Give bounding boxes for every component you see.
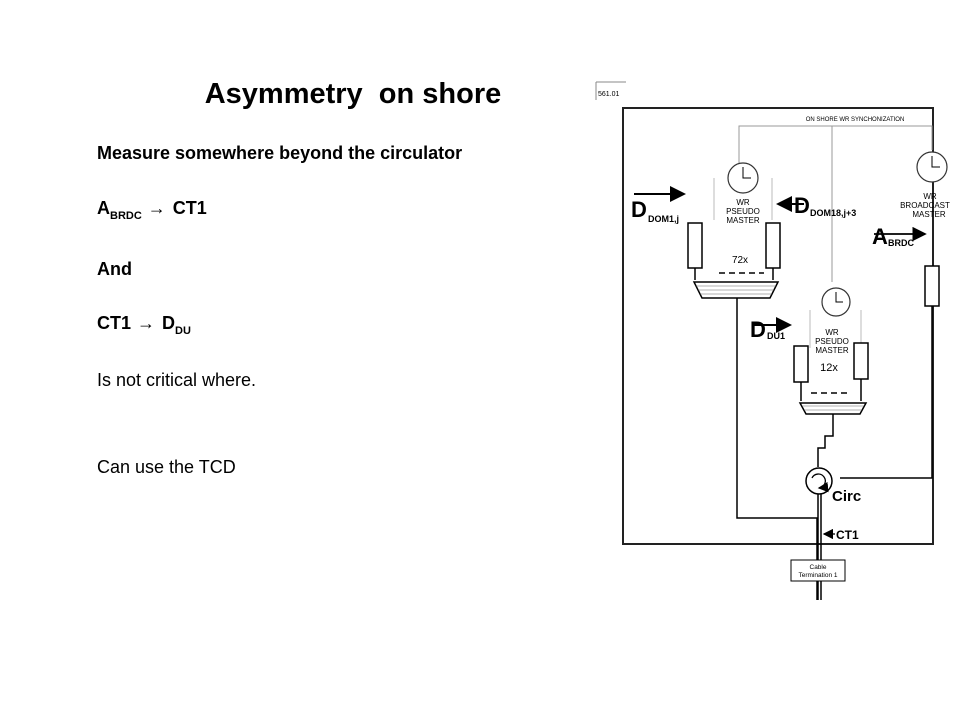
slide-title: Asymmetry on shore [204,78,502,110]
circulator: Circ [805,467,861,505]
master-2-frame [809,310,862,348]
master-2-line3: MASTER [815,346,849,355]
master-1-count: 72x [732,255,748,266]
fiber-master-1 [736,298,818,600]
broadcast-master: WR BROADCAST MASTER A BRDC [872,151,950,307]
master-1-line3: MASTER [726,216,760,225]
ct1-to-ddu-line: CT1→ DDU [97,313,191,337]
d-dom18-arrow: D DOM18,j+3 [776,193,856,218]
circulator-icon [805,467,833,495]
outer-frame [622,107,934,545]
right-arrow-icon: → [137,313,156,333]
d-dom18-sub: DOM18,j+3 [810,208,856,218]
d-dom1-sub: DOM1,j [648,214,679,224]
sync-label: ON SHORE WR SYNCHONIZATION [806,117,905,123]
master-1-frame [713,178,773,220]
master-2-line1: WR [825,328,839,337]
ct1-source: CT1 [97,313,132,333]
brdc-subscript: BRDC [110,210,142,222]
port-right [853,342,869,380]
measure-line: Measure somewhere beyond the circulator [97,143,463,163]
mux-hatch [802,405,864,411]
circ-label: Circ [832,488,861,505]
doc-number: 561.01 [598,91,620,98]
d-du1-sub: DU1 [767,331,785,341]
d-dom1-main: D [631,197,647,222]
d-du1-arrow: D DU1 [750,317,792,342]
not-critical-line: Is not critical where. [97,370,257,390]
master-1-line2: PSEUDO [726,207,760,216]
a-brdc-sub: BRDC [888,238,914,248]
broadcast-line2: BROADCAST [900,201,950,210]
mux-hatch [696,285,776,295]
broadcast-line3: MASTER [912,210,946,219]
cable-termination-line2: Termination 1 [798,572,837,579]
port-left [793,345,809,383]
port-right [765,222,781,269]
port-left [687,222,703,269]
master-1-line1: WR [736,198,750,207]
tcd-line: Can use the TCD [97,457,236,477]
d-dom1-arrow: D DOM1,j [631,186,686,224]
circulator-arrow [811,473,829,493]
sync-bus-line [738,125,933,165]
cable-termination-line1: Cable [810,564,827,571]
synchronization-diagram: 561.01 ON SHORE WR SYNCHONIZATION WR PSE… [595,81,950,600]
clock-hands [835,292,843,303]
master-2-count: 12x [820,362,838,374]
a-brdc-main: A [872,224,888,249]
fiber-master-2 [817,414,834,467]
d-du1-main: D [750,317,766,342]
ct1-target: CT1 [172,198,207,218]
ct1-marker: CT1 [822,528,859,542]
doc-number-frame [595,81,626,100]
ct1-label: CT1 [836,528,859,542]
broadcast-line1: WR [923,192,937,201]
mux-trapezoid [798,402,868,415]
right-arrow-icon: → [147,198,166,218]
cable-termination-box [790,559,846,582]
fiber-broadcast [840,306,933,479]
abrdc-to-ct1-line: ABRDC → CT1 [97,198,207,222]
clock-hands [742,167,751,179]
and-line: And [97,259,132,279]
a-letter: A [97,198,110,218]
clock-hands [931,156,940,168]
pseudo-master-2: WR PSEUDO MASTER 12x [793,287,869,415]
master-2-line2: PSEUDO [815,337,849,346]
pseudo-master-1: WR PSEUDO MASTER 72x [687,162,781,299]
du-subscript: DU [175,325,191,337]
port-legs [694,268,774,280]
d-letter: D [162,313,176,333]
broadcast-port [924,265,940,307]
port-legs [800,379,862,401]
d-dom18-main: D [794,193,810,218]
